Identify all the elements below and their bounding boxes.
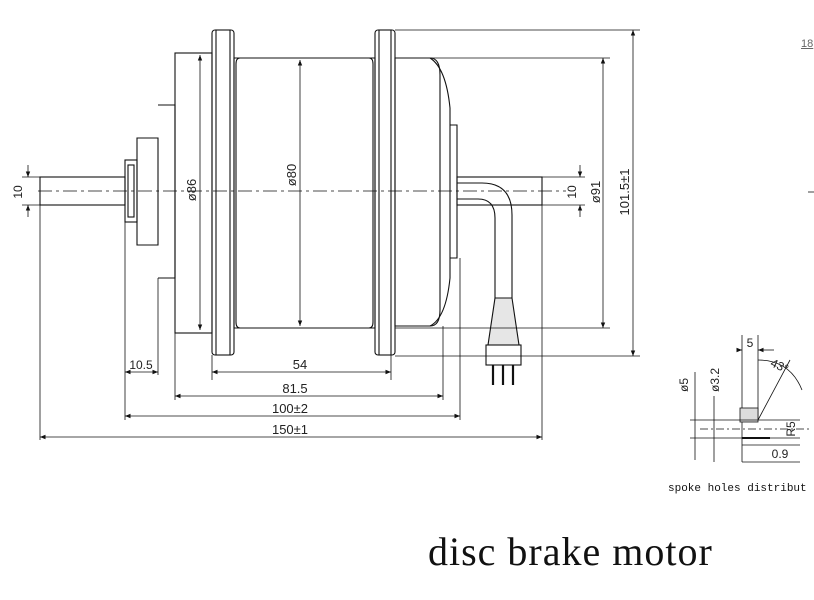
dim-diameter-86: ø86 (184, 179, 199, 201)
dimension-labels: 10 10 ø86 ø80 ø91 101.5±1 10.5 54 81.5 1… (11, 164, 632, 437)
dim-diameter-91: ø91 (588, 181, 603, 203)
corner-mark: 18 (801, 38, 814, 50)
spoke-holes-note: spoke holes distribut (668, 483, 807, 495)
left-hub-boss (136, 137, 159, 246)
detail-diameter-5: ø5 (677, 378, 691, 392)
right-shaft (456, 176, 543, 206)
detail-thickness-0-9: 0.9 (772, 447, 789, 461)
dim-shaft-left: 10 (11, 185, 25, 199)
motor-cable (457, 182, 522, 385)
motor-body (38, 29, 566, 356)
dim-width-54: 54 (293, 357, 307, 372)
dim-width-10-5: 10.5 (129, 358, 153, 372)
dimension-lines (22, 29, 814, 440)
dim-height-101-5: 101.5±1 (617, 169, 632, 216)
dim-width-150: 150±1 (272, 422, 308, 437)
right-cap (394, 57, 441, 327)
right-flange (374, 29, 396, 356)
dim-width-81-5: 81.5 (282, 381, 307, 396)
detail-radius-5: R5 (784, 421, 798, 437)
cable-connector (487, 297, 520, 346)
dim-shaft-right: 10 (565, 185, 579, 199)
detail-diameter-3-2: ø3.2 (708, 368, 722, 392)
detail-angle: 43° (768, 356, 791, 376)
dim-diameter-80: ø80 (284, 164, 299, 186)
dim-width-100: 100±2 (272, 401, 308, 416)
main-drum (233, 57, 376, 329)
left-flange (211, 29, 235, 356)
detail-width-5: 5 (747, 336, 754, 350)
spoke-hole-detail (690, 335, 810, 463)
drawing-title: disc brake motor (428, 529, 713, 574)
